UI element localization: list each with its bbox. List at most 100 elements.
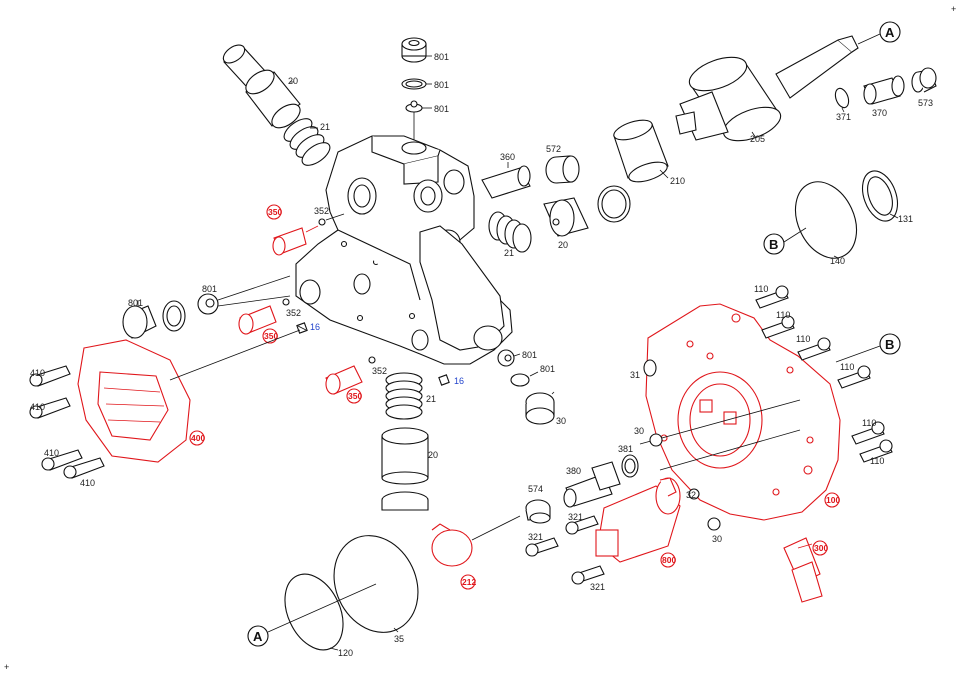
callout-120: 120 [338,648,353,658]
seal-30-low [707,517,721,531]
callout-801-top: 801 [434,52,449,62]
ref-a-top-leader [857,33,881,45]
callout-321-b: 321 [528,532,543,542]
callout-573: 573 [918,98,933,108]
screen-16-upper [296,322,308,334]
red-callout-800 [660,552,676,568]
callout-16-lower: 16 [454,376,464,386]
callout-410-d: 410 [80,478,95,488]
callout-30-lower: 30 [556,416,566,426]
sensor-300 [783,537,823,603]
ref-a-bottom-leader [267,583,377,633]
callout-20-mid: 20 [558,240,568,250]
callout-352-lower: 352 [372,366,387,376]
ref-b-right-leader [835,345,881,363]
callout-16-upper: 16 [310,322,320,332]
seal-30-right [649,433,663,447]
red-callout-100-text: 100 [826,495,840,505]
red-callout-400-text: 400 [191,433,205,443]
screen-16-lower [438,374,450,386]
ref-b-left: B [769,237,778,252]
red-callout-350-mid-text: 350 [264,331,278,341]
plug-801-left [122,275,291,339]
callout-574: 574 [528,484,543,494]
callout-801-lower-2: 801 [540,364,555,374]
flange-400 [77,329,301,463]
callout-110-f: 110 [870,456,884,466]
fitting-380 [563,461,621,508]
callout-352-upper: 352 [314,206,329,216]
callout-801-lower: 801 [522,350,537,360]
red-callout-350-mid [262,328,278,344]
ref-b-right-circle [879,333,901,355]
callout-110-a: 110 [754,284,768,294]
callout-35: 35 [394,634,404,644]
callout-370: 370 [872,108,887,118]
callout-801-left-2: 801 [202,284,217,294]
valve-350-upper [272,225,319,256]
callout-131: 131 [898,214,913,224]
ball-352-upper [318,218,326,226]
corner-mark-bottom-left: + [4,662,9,672]
spring-upper [283,118,331,166]
callout-140: 140 [830,256,845,266]
red-callout-300 [812,540,828,556]
callout-20-lower: 20 [428,450,438,460]
red-callout-300-text: 300 [814,543,828,553]
red-callout-800-text: 800 [662,555,676,565]
corner-mark-top-right: + [951,4,956,14]
plug-stack-lower [497,349,555,425]
top-plug-stack [401,37,432,140]
callout-20-top: 20 [288,76,298,86]
ref-a-top: A [885,25,895,40]
valve-350-mid [238,305,277,335]
ref-b-left-leader [783,227,807,243]
callout-380: 380 [566,466,581,476]
ref-a-top-circle [879,21,901,43]
red-callout-350-lower-text: 350 [348,391,362,401]
fitting-360 [481,162,531,199]
red-callout-350-upper-text: 350 [268,207,282,217]
spring-lower [385,372,423,420]
callout-110-d: 110 [840,362,854,372]
callout-110-b: 110 [776,310,790,320]
red-callout-350-upper [266,204,282,220]
callout-410-b: 410 [30,402,45,412]
callout-801-top-2: 801 [434,80,449,90]
red-callout-212 [460,574,476,590]
actuator-205 [675,35,859,142]
oring-140 [794,181,858,259]
callout-31: 31 [630,370,640,380]
ref-a-bottom-circle [247,625,269,647]
callout-210: 210 [670,176,685,186]
red-callout-400 [189,430,205,446]
callout-30-right: 30 [634,426,644,436]
cap-572 [545,155,580,184]
cap-574 [525,499,551,524]
sleeve-210 [613,119,669,183]
callout-30-low: 30 [712,534,722,544]
callout-801-top-3: 801 [434,104,449,114]
red-callout-212-text: 212 [462,577,476,587]
cap-573 [911,67,937,93]
fitting-370 [863,75,905,105]
callout-205: 205 [750,134,765,144]
callout-321-a: 321 [568,512,583,522]
callout-21-top: 21 [320,122,330,132]
pump-housing [295,135,513,365]
callout-410-a: 410 [30,368,45,378]
seal-31 [643,359,657,377]
tappet-upper [222,44,301,129]
oring-381 [621,454,639,478]
callout-360: 360 [500,152,515,162]
callout-110-e: 110 [862,418,876,428]
ref-a-bottom: A [253,629,263,644]
tappet-mid [543,185,631,237]
callout-801-left: 801 [128,298,143,308]
bolts-110 [755,285,893,463]
ball-352-mid [282,298,290,306]
bolts-321 [525,515,605,585]
callout-572: 572 [546,144,561,154]
red-callout-100 [824,492,840,508]
seal-131 [861,170,899,222]
